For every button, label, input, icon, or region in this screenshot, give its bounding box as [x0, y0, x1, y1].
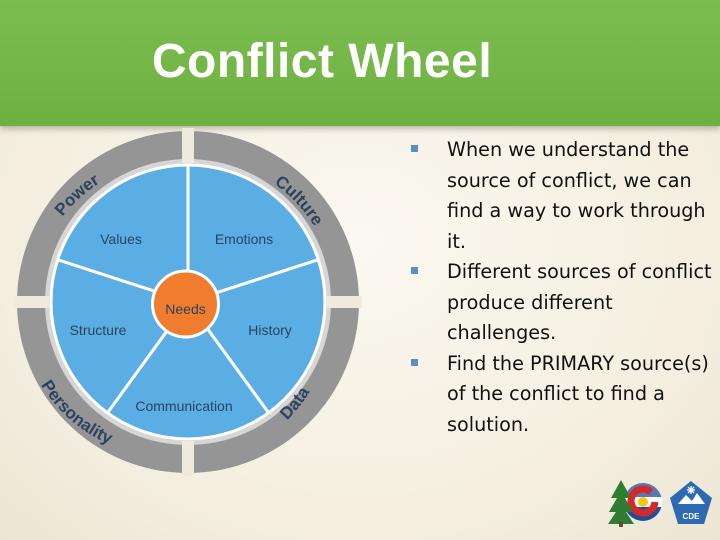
title-bar: Conflict Wheel — [0, 0, 720, 126]
bullet-item: Different sources of conflict produce di… — [408, 257, 714, 349]
bullet-list: When we understand the source of conflic… — [408, 135, 714, 440]
colorado-flag-logo — [608, 480, 662, 527]
wedge-values — [55, 163, 190, 305]
wedge-emotions — [186, 163, 321, 305]
slide-title: Conflict Wheel — [151, 35, 493, 88]
square-bullet-icon — [411, 358, 418, 366]
bullet-text: Different sources of conflict produce di… — [447, 260, 712, 344]
wedge-communication — [105, 299, 271, 441]
segment-label-structure: Structure — [70, 322, 127, 338]
wheel-wedges — [49, 163, 327, 441]
cde-logo: CDE — [670, 481, 712, 524]
conflict-wheel: Needs Values Emotions History Communicat… — [14, 128, 362, 476]
segment-label-history: History — [248, 322, 292, 338]
segment-label-communication: Communication — [135, 398, 232, 414]
bullet-item: Find the PRIMARY source(s) of the confli… — [408, 349, 714, 441]
wedge-history — [185, 257, 327, 415]
bullet-text: When we understand the source of conflic… — [447, 138, 706, 253]
segment-label-emotions: Emotions — [215, 231, 273, 247]
wheel-center-hub — [151, 269, 220, 339]
snowflake-icon — [687, 486, 695, 494]
segment-label-values: Values — [100, 231, 142, 247]
footer-logos: CDE — [608, 480, 712, 527]
bullet-item: When we understand the source of conflic… — [408, 135, 714, 257]
wheel-center-label: Needs — [165, 301, 205, 317]
square-bullet-icon — [411, 145, 418, 152]
rim-gaps — [14, 128, 362, 476]
bullet-text: Find the PRIMARY source(s) of the confli… — [447, 351, 709, 436]
svg-text:CDE: CDE — [683, 512, 701, 521]
square-bullet-icon — [411, 267, 418, 274]
